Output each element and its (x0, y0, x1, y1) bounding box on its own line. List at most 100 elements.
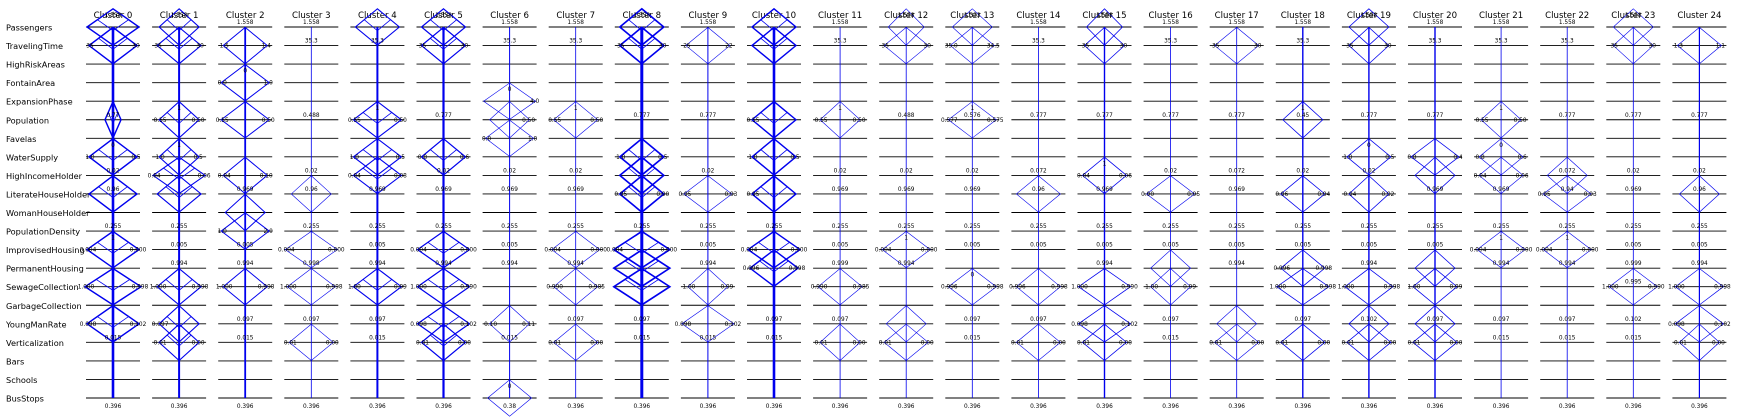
cluster-diamond (883, 26, 929, 65)
diamond-left-label: 1.00 (1408, 285, 1421, 291)
diamond-left-label: 1.0 (155, 155, 165, 161)
diamond-left-label: 0.004 (410, 248, 427, 254)
diamond-right-label: 0.998 (789, 266, 806, 272)
value-label: 0.396 (1493, 404, 1510, 410)
diamond-right-label: 0.998 (132, 285, 149, 291)
diamond-right-label: 0.998 (1051, 285, 1068, 291)
value-label: 0.005 (832, 243, 849, 249)
variable-labels: PassengersTravelingTimeHighRiskAreasFont… (5, 23, 91, 404)
value-label: 1.558 (1030, 20, 1047, 26)
diamond-left-label: 1.0 (350, 155, 360, 161)
diamond-left-label: 0.996 (1273, 266, 1290, 272)
value-label: 0.097 (1493, 317, 1510, 323)
diamond-left-label: 1.000 (78, 285, 95, 291)
diamond-center-label: 1.558 (1625, 13, 1642, 19)
diamond-left-label: 0.10 (484, 322, 497, 328)
value-label: 0.02 (569, 168, 582, 174)
value-label: 0.396 (964, 404, 981, 410)
value-label: 0.015 (1493, 335, 1510, 341)
value-label: 1.558 (1228, 20, 1245, 26)
cluster-inner-line (624, 260, 659, 273)
value-label: 0.255 (171, 224, 188, 230)
diamond-right-label: 0.00 (1053, 340, 1066, 346)
cluster-diamond (485, 119, 535, 157)
cluster-diamond (1015, 323, 1061, 361)
value-label: 0.005 (1625, 243, 1642, 249)
diamond-right-label: 34.5 (987, 44, 1000, 50)
value-label: 0.005 (237, 243, 254, 249)
cluster-diamond (1348, 175, 1390, 213)
cluster-inner-line (165, 37, 193, 50)
diamond-right-label: 0.998 (1384, 285, 1401, 291)
cluster-diamond (222, 26, 268, 65)
cluster-diamond (1414, 305, 1456, 343)
value-label: 0.02 (1693, 168, 1706, 174)
cluster-inner-line (760, 19, 788, 32)
diamond-right-label: 0.6 (460, 155, 470, 161)
value-label: 0.255 (303, 224, 320, 230)
value-label: 0.005 (1361, 243, 1378, 249)
diamond-center-label: 1.558 (435, 13, 452, 19)
cluster-diamond (1150, 249, 1192, 287)
value-label: 0.097 (567, 317, 584, 323)
diamond-left-label: 1.000 (1269, 285, 1286, 291)
value-label: 0.396 (567, 404, 584, 410)
cluster-diamond (1542, 231, 1592, 269)
value-label: 0.777 (1228, 113, 1245, 119)
cluster-inner-line (628, 186, 656, 199)
value-label: 0.102 (1625, 317, 1642, 323)
cluster-diamond (1077, 268, 1132, 306)
value-label: 0.072 (1559, 168, 1576, 174)
diamond-center-label: 1 (1499, 236, 1503, 242)
diamond-left-label: 0.55 (154, 118, 167, 124)
cluster-diamond (553, 323, 599, 361)
diamond-left-label: 1.000 (410, 285, 427, 291)
diamond-left-label: 35 (1346, 44, 1354, 50)
value-label: 0.097 (633, 317, 650, 323)
cluster-diamond (1480, 101, 1522, 139)
cluster-inner-line (166, 149, 192, 162)
cluster-diamond (87, 174, 139, 214)
value-label: 0.097 (237, 317, 254, 323)
cluster-diamond (947, 101, 997, 139)
diamond-left-label: 0.95 (614, 192, 627, 198)
value-label: 1.558 (1162, 20, 1179, 26)
diamond-left-label: 0.004 (741, 248, 758, 254)
diamond-left-label: 0.004 (875, 248, 892, 254)
cluster-diamond (683, 175, 733, 213)
diamond-right-label: 22 (725, 44, 733, 50)
cluster-diamond (487, 379, 533, 417)
cluster-diamond (1276, 268, 1330, 306)
diamond-right-label: 0.102 (130, 322, 147, 328)
diamond-left-label: 1.5 (220, 44, 230, 50)
value-label: 0.777 (1096, 113, 1113, 119)
value-label: 0.96 (107, 187, 120, 193)
cluster-title: Cluster 7 (556, 11, 595, 21)
diamond-left-label: 25 (683, 44, 691, 50)
diamond-center-label: 1.558 (171, 13, 188, 19)
cluster-diamond (1085, 8, 1124, 46)
diamond-right-label: 0.50 (590, 118, 603, 124)
value-label: 0.015 (766, 335, 783, 341)
diamond-right-label: 0.00 (1119, 340, 1132, 346)
diamond-left-label: 0.0 (482, 136, 492, 142)
value-label: 0.015 (964, 335, 981, 341)
diamond-center-label: 0 (508, 87, 512, 93)
diamond-right-label: 0.06 (1119, 173, 1132, 179)
value-label: 0.994 (237, 261, 254, 267)
diamond-right-label: 30 (461, 44, 469, 50)
variable-label-schools: Schools (6, 375, 37, 385)
value-label: 1.558 (832, 20, 849, 26)
diamond-left-label: 0.55 (348, 118, 361, 124)
cluster-diamond (1346, 138, 1392, 176)
diamond-left-label: 1.0 (218, 229, 228, 235)
diamond-left-label: 0.01 (416, 340, 429, 346)
diamond-left-label: 0.55 (548, 118, 561, 124)
value-label: 0.777 (633, 113, 650, 119)
cluster-title: Cluster 5 (424, 11, 463, 21)
variable-label-improvisedhousing: ImprovisedHousing (6, 245, 85, 255)
diamond-right-label: 30 (1120, 44, 1128, 50)
